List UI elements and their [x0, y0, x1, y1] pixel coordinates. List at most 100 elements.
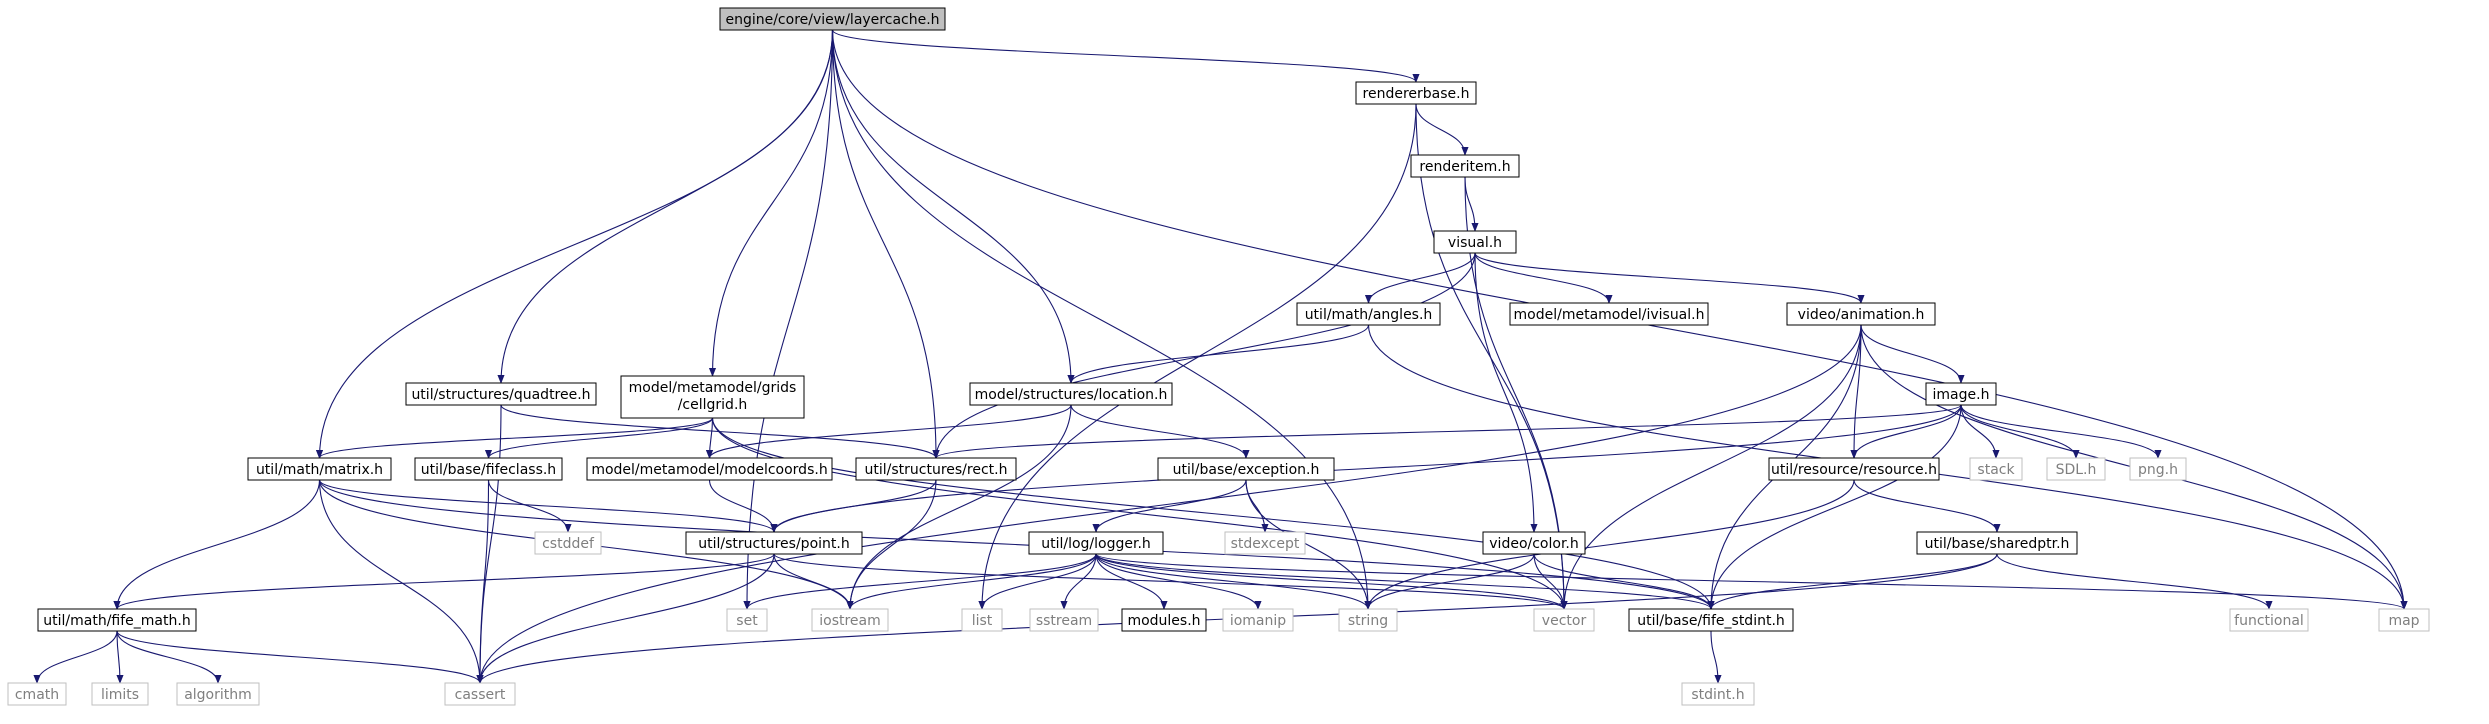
node-fife_stdint[interactable]: util/base/fife_stdint.h [1628, 608, 1794, 632]
node-label-stdint: stdint.h [1691, 687, 1744, 703]
edge-layercache-to-quadtree [497, 29, 834, 384]
node-layercache[interactable]: engine/core/view/layercache.h [719, 7, 946, 31]
node-label-ivisual: model/metamodel/ivisual.h [1514, 307, 1705, 323]
edge-matrix-to-fife_stdint [318, 479, 1715, 610]
node-angles[interactable]: util/math/angles.h [1296, 302, 1441, 326]
node-label-functional: functional [2234, 613, 2304, 629]
node-cstddef: cstddef [534, 531, 602, 555]
edge-angles-to-location [1067, 324, 1370, 384]
edge-logger-to-modules [1095, 553, 1168, 610]
node-label-image: image.h [1933, 387, 1990, 403]
node-cellgrid[interactable]: model/metamodel/grids/cellgrid.h [620, 375, 805, 419]
node-resource[interactable]: util/resource/resource.h [1768, 457, 1940, 481]
node-quadtree[interactable]: util/structures/quadtree.h [405, 382, 597, 406]
edge-rendererbase-to-renderitem [1415, 103, 1469, 156]
node-rect[interactable]: util/structures/rect.h [855, 457, 1017, 481]
edge-logger-to-fife_stdint [1095, 553, 1715, 610]
edge-layercache-to-cellgrid [708, 29, 834, 377]
node-label-exception: util/base/exception.h [1173, 462, 1320, 478]
node-label-algorithm: algorithm [184, 687, 252, 703]
edge-image-to-sdl [1960, 404, 2080, 459]
edge-layercache-to-rect [831, 29, 940, 459]
node-modules[interactable]: modules.h [1121, 608, 1207, 632]
edge-image-to-fife_stdint [1707, 404, 1962, 610]
edge-rect-to-iostream [846, 479, 937, 610]
edge-logger-to-iostream [846, 553, 1097, 610]
edge-point-to-fife_math [113, 553, 775, 610]
node-limits: limits [91, 682, 149, 706]
node-matrix[interactable]: util/math/matrix.h [247, 457, 392, 481]
edge-visual-to-ivisual [1474, 252, 1613, 304]
edge-cellgrid-to-fifeclass [484, 417, 714, 459]
node-fifeclass[interactable]: util/base/fifeclass.h [414, 457, 563, 481]
node-stdexcept: stdexcept [1224, 531, 1306, 555]
node-label-iomanip: iomanip [1230, 613, 1286, 629]
node-stack: stack [1969, 457, 2023, 481]
node-visual[interactable]: visual.h [1433, 230, 1517, 254]
node-label-layercache: engine/core/view/layercache.h [725, 12, 939, 28]
node-color[interactable]: video/color.h [1482, 531, 1586, 555]
node-point[interactable]: util/structures/point.h [685, 531, 863, 555]
node-label-location: model/structures/location.h [975, 387, 1168, 403]
node-exception[interactable]: util/base/exception.h [1157, 457, 1335, 481]
node-label-sstream: sstream [1036, 613, 1092, 629]
edge-fifeclass-to-cassert [476, 479, 490, 684]
node-modelcoords[interactable]: model/metamodel/modelcoords.h [586, 457, 833, 481]
node-label-visual: visual.h [1448, 235, 1502, 251]
edge-logger-to-list [978, 553, 1097, 610]
edge-cellgrid-to-modelcoords [705, 417, 714, 459]
node-label-fife_stdint: util/base/fife_stdint.h [1637, 613, 1785, 629]
node-logger[interactable]: util/log/logger.h [1028, 531, 1164, 555]
node-label-map: map [2388, 613, 2419, 629]
node-sharedptr[interactable]: util/base/sharedptr.h [1916, 531, 2078, 555]
node-list: list [961, 608, 1003, 632]
node-label-rendererbase: rendererbase.h [1363, 86, 1470, 102]
edge-quadtree-to-cassert [476, 404, 502, 684]
edge-color-to-string [1364, 553, 1535, 610]
node-ivisual[interactable]: model/metamodel/ivisual.h [1509, 302, 1709, 326]
edge-visual-to-animation [1474, 252, 1865, 304]
node-label-angles: util/math/angles.h [1305, 307, 1433, 323]
edge-fifeclass-to-cstddef [487, 479, 572, 533]
edge-cellgrid-to-matrix [316, 417, 714, 459]
edge-logger-to-sstream [1060, 553, 1097, 610]
edge-matrix-to-point [318, 479, 778, 533]
node-image[interactable]: image.h [1925, 382, 1997, 406]
node-label-set: set [736, 613, 758, 629]
node-animation[interactable]: video/animation.h [1786, 302, 1936, 326]
edge-modelcoords-to-point [708, 479, 778, 533]
edge-animation-to-image [1860, 324, 1965, 384]
node-label-resource: util/resource/resource.h [1771, 462, 1937, 478]
node-label-stdexcept: stdexcept [1231, 536, 1300, 552]
node-rendererbase[interactable]: rendererbase.h [1355, 81, 1477, 105]
node-label-quadtree: util/structures/quadtree.h [411, 387, 590, 403]
edge-sharedptr-to-fife_stdint [1707, 553, 1998, 610]
edge-visual-to-angles [1364, 252, 1476, 304]
edge-matrix-to-cassert [318, 479, 484, 684]
node-label-point: util/structures/point.h [698, 536, 849, 552]
edge-rect-to-point [770, 479, 937, 533]
node-label-cellgrid_2: /cellgrid.h [678, 397, 748, 413]
node-label-sdl: SDL.h [2056, 462, 2097, 478]
edge-layercache-to-set [743, 29, 834, 610]
node-location[interactable]: model/structures/location.h [969, 382, 1173, 406]
node-renderitem[interactable]: renderitem.h [1410, 154, 1520, 178]
edge-layercache-to-string [831, 29, 1372, 610]
node-label-modelcoords: model/metamodel/modelcoords.h [591, 462, 827, 478]
node-fife_math[interactable]: util/math/fife_math.h [37, 608, 197, 632]
node-vector: vector [1533, 608, 1595, 632]
node-label-vector: vector [1542, 613, 1587, 629]
edge-matrix-to-fife_math [113, 479, 321, 610]
node-label-color: video/color.h [1489, 536, 1578, 552]
edge-exception-to-stdexcept [1245, 479, 1269, 533]
edge-fife_math-to-cassert [116, 630, 484, 684]
edge-resource-to-sharedptr [1853, 479, 2001, 533]
edge-logger-to-vector [1095, 553, 1568, 610]
node-algorithm: algorithm [176, 682, 260, 706]
node-label-png: png.h [2138, 462, 2178, 478]
edge-fife_math-to-limits [116, 630, 124, 684]
node-label-fifeclass: util/base/fifeclass.h [421, 462, 556, 478]
node-label-limits: limits [101, 687, 139, 703]
edge-fife_stdint-to-stdint [1710, 630, 1722, 684]
